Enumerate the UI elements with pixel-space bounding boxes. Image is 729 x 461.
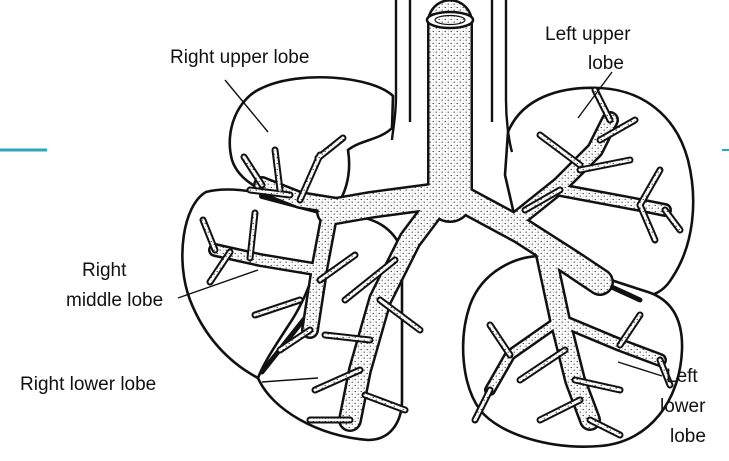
trachea-lumen	[435, 16, 465, 25]
label-right-middle-lobe-line2: middle lobe	[66, 290, 163, 311]
label-left-upper-lobe-line2: lobe	[588, 53, 624, 74]
label-left-lower-lobe-line3: lobe	[670, 426, 706, 447]
label-right-middle-lobe-line1: Right	[82, 260, 127, 281]
label-left-lower-lobe-line1: Left	[666, 366, 698, 387]
label-right-upper-lobe: Right upper lobe	[170, 47, 309, 68]
label-right-lower-lobe: Right lower lobe	[20, 374, 156, 395]
label-left-lower-lobe-line2: lower	[660, 396, 706, 417]
label-left-upper-lobe-line1: Left upper	[545, 24, 631, 45]
